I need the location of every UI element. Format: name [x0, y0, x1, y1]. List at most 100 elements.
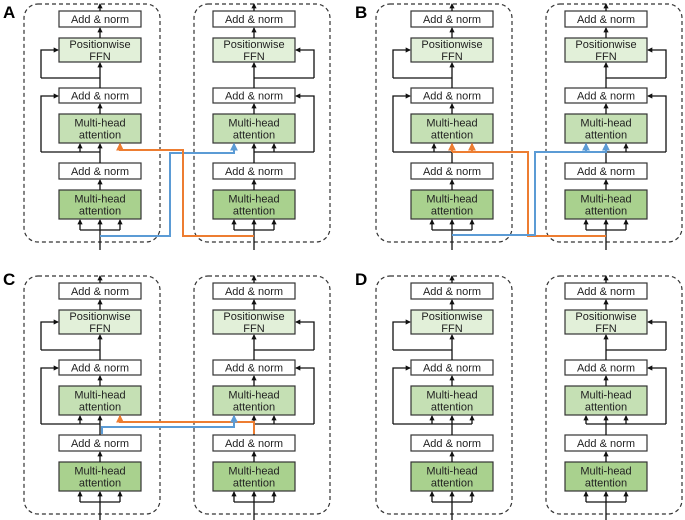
residual-connection-ffn	[647, 319, 667, 350]
multi-head-attention-bottom-box	[410, 189, 494, 220]
multi-head-attention-bottom-box	[212, 461, 296, 492]
add-norm-middle: Add & norm	[564, 359, 648, 376]
multi-head-attention-middle-text: Multi-head	[228, 118, 279, 130]
multi-head-attention-middle-box	[564, 113, 648, 144]
add-norm-top-text: Add & norm	[423, 14, 481, 26]
positionwise-ffn-box	[58, 37, 142, 63]
add-norm-bottom-text: Add & norm	[225, 166, 283, 178]
add-norm-top-text: Add & norm	[577, 14, 635, 26]
multi-head-attention-middle-text: attention	[79, 402, 121, 414]
add-norm-middle: Add & norm	[212, 359, 296, 376]
multi-head-attention-bottom-text: attention	[585, 206, 627, 218]
add-norm-middle: Add & norm	[58, 359, 142, 376]
multi-head-attention-middle-text: attention	[585, 402, 627, 414]
positionwise-ffn-text: Positionwise	[223, 311, 284, 323]
residual-connection	[392, 365, 411, 424]
orange-cross-connection	[468, 142, 606, 237]
multi-head-attention-bottom-text: Multi-head	[74, 466, 125, 478]
encoder-container-right	[193, 275, 331, 515]
multi-head-attention-bottom-box	[212, 189, 296, 220]
add-norm-middle: Add & norm	[564, 87, 648, 104]
panel-label-d: D	[355, 270, 367, 289]
add-norm-middle: Add & norm	[410, 359, 494, 376]
multi-head-attention-bottom-text: Multi-head	[228, 466, 279, 478]
add-norm-top-text: Add & norm	[423, 286, 481, 298]
add-norm-bottom: Add & norm	[212, 162, 296, 180]
residual-connection-ffn	[40, 319, 59, 350]
add-norm-top: Add & norm	[58, 282, 142, 300]
multi-head-attention-bottom-text: Multi-head	[426, 466, 477, 478]
multi-head-attention-bottom-text: Multi-head	[580, 466, 631, 478]
positionwise-ffn-text: Positionwise	[69, 39, 130, 51]
blue-cross-connection	[452, 142, 610, 236]
add-norm-middle-text: Add & norm	[577, 363, 635, 375]
residual-connection-ffn	[392, 47, 411, 78]
residual-connection-ffn	[295, 319, 315, 350]
add-norm-bottom: Add & norm	[58, 162, 142, 180]
residual-connection	[392, 93, 411, 152]
residual-connection-ffn	[647, 47, 667, 78]
add-norm-top: Add & norm	[410, 282, 494, 300]
multi-head-attention-middle-text: Multi-head	[228, 390, 279, 402]
add-norm-middle-text: Add & norm	[71, 91, 129, 103]
positionwise-ffn-text: Positionwise	[223, 39, 284, 51]
encoder-container-left	[23, 275, 161, 515]
add-norm-bottom-text: Add & norm	[423, 166, 481, 178]
multi-head-attention-middle-text: Multi-head	[580, 118, 631, 130]
add-norm-middle: Add & norm	[58, 87, 142, 104]
add-norm-top-text: Add & norm	[225, 286, 283, 298]
multi-head-attention-bottom-box	[58, 189, 142, 220]
add-norm-bottom-text: Add & norm	[577, 438, 635, 450]
residual-connection	[295, 365, 315, 424]
positionwise-ffn-text: FFN	[243, 323, 264, 335]
add-norm-middle-text: Add & norm	[71, 363, 129, 375]
panel-label-b: B	[355, 3, 367, 22]
positionwise-ffn-text: FFN	[243, 51, 264, 63]
add-norm-bottom: Add & norm	[58, 434, 142, 452]
residual-connection-ffn	[295, 47, 315, 78]
positionwise-ffn-text: Positionwise	[575, 311, 636, 323]
positionwise-ffn-text: FFN	[441, 323, 462, 335]
residual-connection	[647, 365, 667, 424]
positionwise-ffn-box	[58, 309, 142, 335]
multi-head-attention-middle-text: attention	[233, 130, 275, 142]
blue-cross-connection	[101, 414, 238, 434]
add-norm-top-text: Add & norm	[225, 14, 283, 26]
multi-head-attention-bottom-text: Multi-head	[228, 194, 279, 206]
encoder-container-left	[23, 3, 161, 243]
multi-head-attention-middle-text: Multi-head	[74, 118, 125, 130]
blue-cross-connection	[100, 142, 238, 237]
add-norm-bottom-text: Add & norm	[71, 438, 129, 450]
encoder-container-left	[375, 3, 513, 243]
multi-head-attention-middle-box	[58, 385, 142, 416]
add-norm-bottom: Add & norm	[410, 162, 494, 180]
add-norm-bottom: Add & norm	[410, 434, 494, 452]
positionwise-ffn-box	[410, 309, 494, 335]
encoder-container-left	[375, 275, 513, 515]
add-norm-top-text: Add & norm	[71, 14, 129, 26]
encoder-container-right	[545, 275, 683, 515]
residual-connection	[295, 93, 315, 152]
multi-head-attention-bottom-box	[58, 461, 142, 492]
positionwise-ffn-text: FFN	[89, 51, 110, 63]
multi-head-attention-bottom-text: attention	[233, 206, 275, 218]
residual-connection	[40, 365, 59, 424]
residual-connection-ffn	[392, 319, 411, 350]
add-norm-middle-text: Add & norm	[577, 91, 635, 103]
residual-connection	[647, 93, 667, 152]
